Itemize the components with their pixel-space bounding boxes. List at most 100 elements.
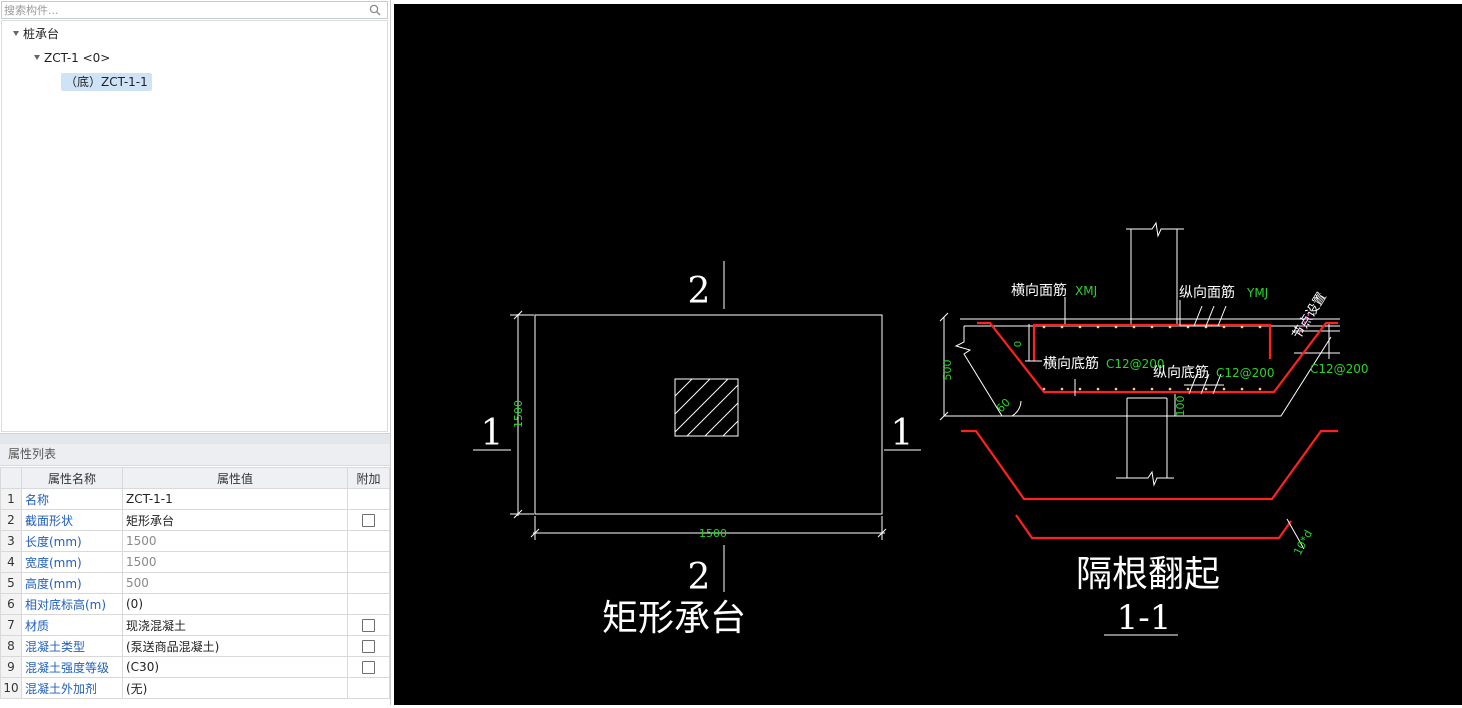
attach-checkbox[interactable] [362,661,375,674]
code-longitudinal-bottom: C12@200 [1216,366,1275,380]
attach-checkbox[interactable] [362,514,375,527]
property-value[interactable]: (无) [122,677,348,699]
panel-splitter[interactable] [0,433,390,444]
property-value[interactable]: 矩形承台 [122,509,348,531]
section-title: 隔根翻起 [1076,554,1220,595]
tree-node-zct-1-1[interactable]: （底）ZCT-1-1 [61,73,152,91]
property-extra [347,614,390,636]
property-name: 混凝土类型 [21,635,123,657]
left-panel: 桩承台 ZCT-1 <0> （底）ZCT-1-1 属性列表 属性名称 属性值 附… [0,0,391,705]
property-extra [347,530,390,552]
property-value[interactable]: (C30) [122,656,348,678]
tree-node-zct-1[interactable]: ZCT-1 <0> [34,49,110,67]
rebar-detail-1 [961,429,1338,501]
code-transverse-top: XMJ [1075,284,1097,298]
cad-drawing: 2 2 1 1 1500 [473,221,1369,639]
property-value[interactable]: ZCT-1-1 [122,488,348,510]
code-transverse-bottom: C12@200 [1106,357,1165,371]
column-header-index [0,467,22,489]
lower-pile [1116,397,1174,487]
property-value[interactable]: 现浇混凝土 [122,614,348,636]
property-name: 材质 [21,614,123,636]
chevron-down-icon[interactable] [13,31,19,36]
property-name: 混凝土强度等级 [21,656,123,678]
cap-outline [944,318,1340,417]
column-header-value[interactable]: 属性值 [122,467,348,489]
property-name: 宽度(mm) [21,551,123,573]
property-name: 长度(mm) [21,530,123,552]
tree-node-label: 桩承台 [23,27,60,41]
rebar-detail-2 [1015,514,1292,540]
section-dimensions [939,312,1305,550]
plan-title: 矩形承台 [602,598,746,639]
row-index: 10 [0,677,22,699]
code-longitudinal-top: YMJ [1246,286,1268,300]
tree-node-label: ZCT-1 <0> [44,51,111,65]
property-name: 名称 [21,488,123,510]
plan-dimension-vertical [510,310,534,519]
column-outline [674,378,739,437]
tree-node-label: （底）ZCT-1-1 [65,75,148,89]
row-index: 2 [0,509,22,531]
search-box[interactable] [1,1,388,19]
search-input[interactable] [2,2,364,18]
attach-checkbox[interactable] [362,640,375,653]
property-value[interactable]: 1500 [122,530,348,552]
section-dim-cover: 100 [1174,396,1187,417]
section-2-top-label: 2 [688,271,711,312]
property-extra [347,635,390,657]
section-1-left-label: 1 [481,413,504,454]
section-2-bottom-label: 2 [688,557,711,598]
property-value[interactable]: (泵送商品混凝土) [122,635,348,657]
row-index: 8 [0,635,22,657]
component-tree: 桩承台 ZCT-1 <0> （底）ZCT-1-1 [1,20,388,432]
upper-column [1126,221,1184,326]
chevron-down-icon[interactable] [34,55,40,60]
property-extra [347,656,390,678]
row-index: 7 [0,614,22,636]
section-subtitle: 1-1 [1117,598,1172,638]
property-value[interactable]: 1500 [122,551,348,573]
section-dim-height: 500 [941,360,954,381]
plan-dimension-horizontal [530,516,887,540]
column-hatch [674,378,739,437]
search-icon[interactable] [369,4,381,19]
section-view: 横向面筋 XMJ 纵向面筋 YMJ 横向底筋 C12@200 纵向底筋 C12@… [939,221,1369,638]
table-header-row: 属性名称 属性值 附加 [0,467,390,489]
section-angle-label: 60 [994,396,1013,415]
property-name: 截面形状 [21,509,123,531]
label-side-bar: C12@200 [1310,362,1369,376]
row-index: 1 [0,488,22,510]
property-value[interactable]: (0) [122,593,348,615]
rebar-lines [961,321,1338,540]
property-name: 混凝土外加剂 [21,677,123,699]
attach-checkbox[interactable] [362,619,375,632]
row-index: 3 [0,530,22,552]
label-transverse-bottom: 横向底筋 [1043,355,1099,372]
cad-canvas[interactable]: 2 2 1 1 1500 [394,4,1462,705]
property-extra [347,488,390,510]
property-extra [347,509,390,531]
plan-view: 2 2 1 1 1500 [473,261,921,639]
property-extra [347,551,390,573]
column-header-name[interactable]: 属性名称 [21,467,123,489]
label-longitudinal-top: 纵向面筋 [1179,284,1235,301]
column-header-extra[interactable]: 附加 [347,467,390,489]
properties-title: 属性列表 [0,444,390,466]
property-value[interactable]: 500 [122,572,348,594]
tree-node-pile-cap[interactable]: 桩承台 [13,25,59,43]
property-extra [347,677,390,699]
top-rebar [1032,323,1272,361]
